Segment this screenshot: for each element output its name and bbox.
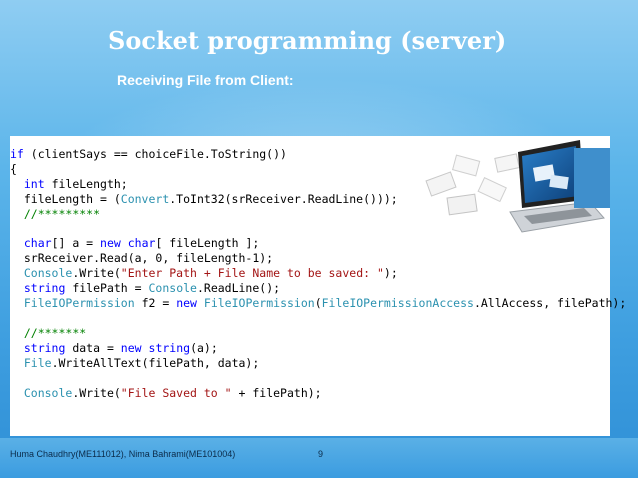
footer-bar bbox=[0, 438, 638, 478]
laptop-with-flying-papers-icon bbox=[425, 140, 605, 233]
code-line-3: int fileLength; bbox=[23, 176, 128, 191]
code-line-13: //******* bbox=[23, 325, 87, 340]
code-line-11: FileIOPermission f2 = new FileIOPermissi… bbox=[23, 296, 627, 311]
code-line-7: char[] a = new char[ fileLength ]; bbox=[23, 236, 260, 251]
code-line-15: File.WriteAllText(filePath, data); bbox=[23, 355, 260, 370]
code-line-1: if (clientSays == choiceFile.ToString()) bbox=[10, 147, 287, 161]
code-line-8: srReceiver.Read(a, 0, fileLength-1); bbox=[10, 251, 274, 266]
code-line-17: Console.Write("File Saved to " + filePat… bbox=[23, 385, 322, 400]
code-line-14: string data = new string(a); bbox=[23, 340, 218, 355]
code-line-4: fileLength = (Convert.ToInt32(srReceiver… bbox=[10, 191, 398, 206]
slide-title: Socket programming (server) bbox=[108, 26, 507, 55]
code-line-5: //********* bbox=[23, 206, 101, 221]
code-line-9: Console.Write("Enter Path + File Name to… bbox=[23, 266, 398, 281]
footer-authors: Huma Chaudhry(ME111012), Nima Bahrami(ME… bbox=[10, 449, 236, 459]
page-number: 9 bbox=[318, 449, 324, 459]
code-line-10: string filePath = Console.ReadLine(); bbox=[23, 281, 281, 296]
code-block: if (clientSays == choiceFile.ToString())… bbox=[10, 147, 626, 400]
code-line-2: { bbox=[10, 161, 17, 176]
accent-strip bbox=[574, 148, 610, 208]
slide-subtitle: Receiving File from Client: bbox=[117, 72, 294, 88]
